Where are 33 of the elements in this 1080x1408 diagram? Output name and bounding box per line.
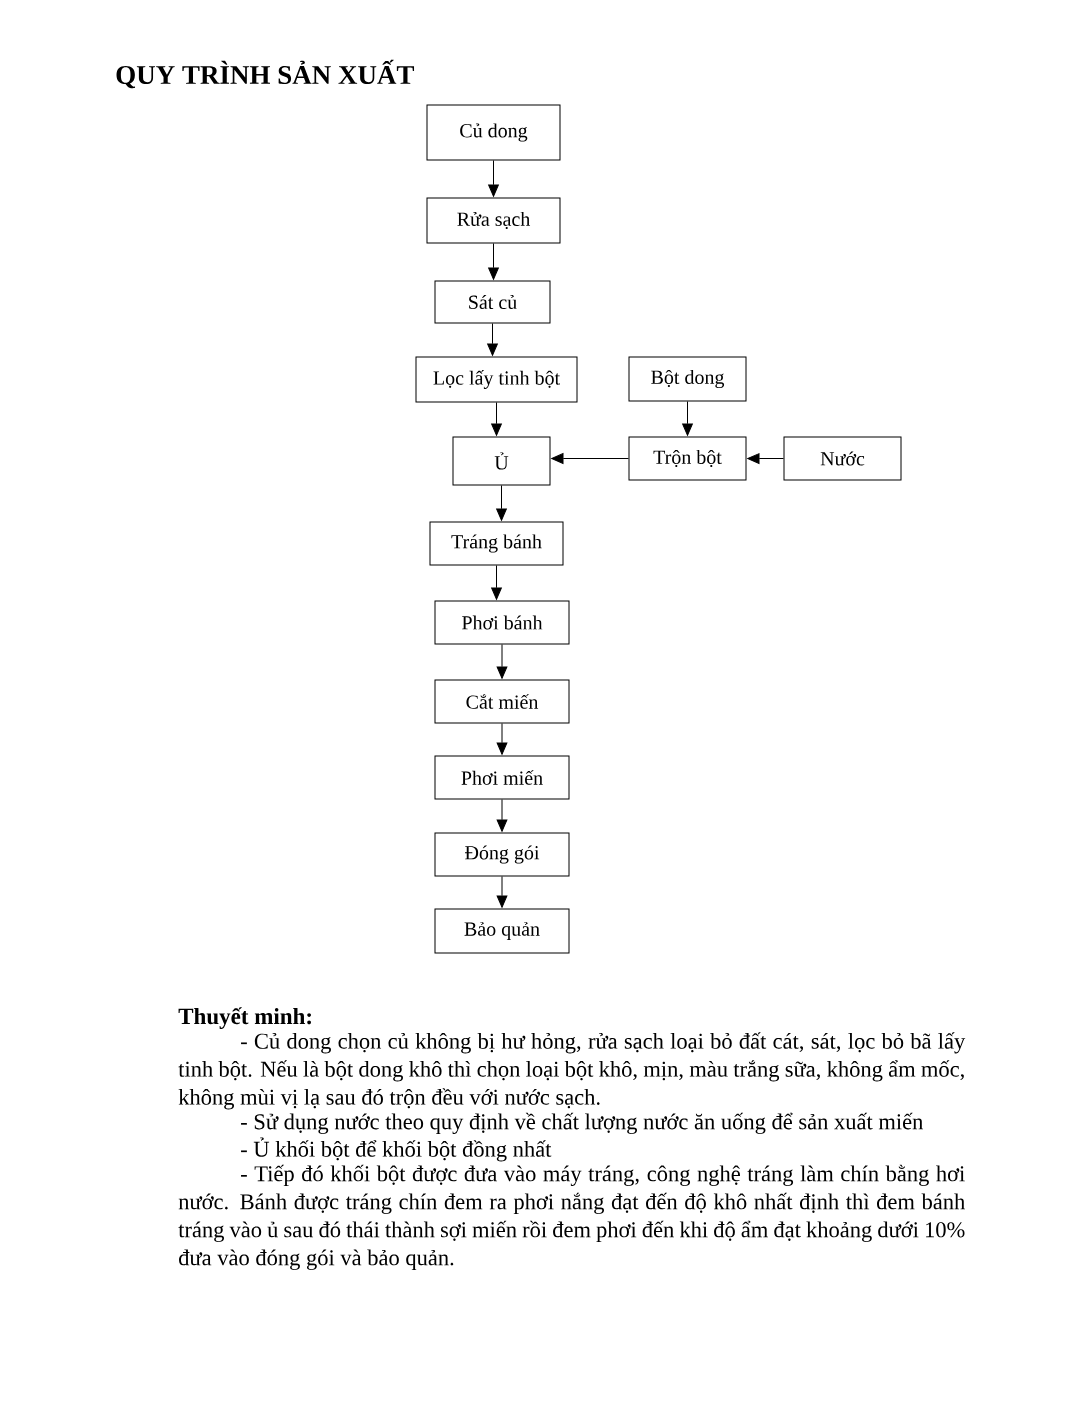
arrow xyxy=(496,485,507,521)
process-box: Ủ xyxy=(452,436,551,486)
heading: Thuyết minh: xyxy=(178,1007,311,1029)
process-box: Rửa sạch xyxy=(426,197,561,244)
process-box: Nước xyxy=(783,436,902,481)
arrow xyxy=(496,876,508,908)
arrow xyxy=(682,401,693,436)
process-box: Bột dong xyxy=(628,356,747,402)
paragraph: - Củ dong chọn củ không bị hư hỏng, rửa sạch loại bỏ đất cát, sát, lọc bỏ bã lấy tinh bột. Nếu là bột dong khô thì chọn loại bột khô, mịn, màu trắng sữa, không ẩm mốc, không mùi vị lạ sau đó trộn đều với nước sạch. xyxy=(178,1032,966,1110)
arrow xyxy=(491,565,502,600)
arrow xyxy=(496,723,508,755)
title: QUY TRÌNH SẢN XUẤT xyxy=(116,59,415,89)
arrow xyxy=(488,160,499,197)
paragraph: - Tiếp đó khối bột được đưa vào máy tráng, công nghệ tráng làm chín bằng hơi nước. Bánh được tráng chín đem ra phơi nắng đạt đến độ khô nhất định thì đem bánh tráng vào ủ sau đó thái thành sợi miến rồi đem phơi đến khi độ ẩm đạt khoảng dưới 10% đưa vào đóng gói và bảo quản. xyxy=(178,1164,965,1270)
process-box: Bảo quản xyxy=(434,908,570,954)
process-box: Lọc lấy tinh bột xyxy=(415,356,578,403)
process-box: Trộn bột xyxy=(628,436,747,481)
arrow xyxy=(496,799,508,832)
paragraph: - Ủ khối bột để khối bột đồng nhất xyxy=(241,1137,552,1162)
process-box: Cắt miến xyxy=(434,679,570,724)
process-box: Tráng bánh xyxy=(429,521,564,566)
arrow xyxy=(551,453,629,464)
process-box: Sát củ xyxy=(434,280,551,324)
process-box: Củ dong xyxy=(426,104,561,161)
process-box: Phơi miến xyxy=(434,755,570,800)
arrow xyxy=(747,453,784,464)
arrow xyxy=(491,402,502,436)
paragraph: - Sử dụng nước theo quy định về chất lượng nước ăn uống để sản xuất miến xyxy=(241,1112,924,1134)
arrow xyxy=(487,323,498,356)
process-box: Đóng gói xyxy=(434,832,570,877)
arrow xyxy=(496,644,508,679)
arrow xyxy=(488,243,499,280)
process-box: Phơi bánh xyxy=(434,600,570,645)
